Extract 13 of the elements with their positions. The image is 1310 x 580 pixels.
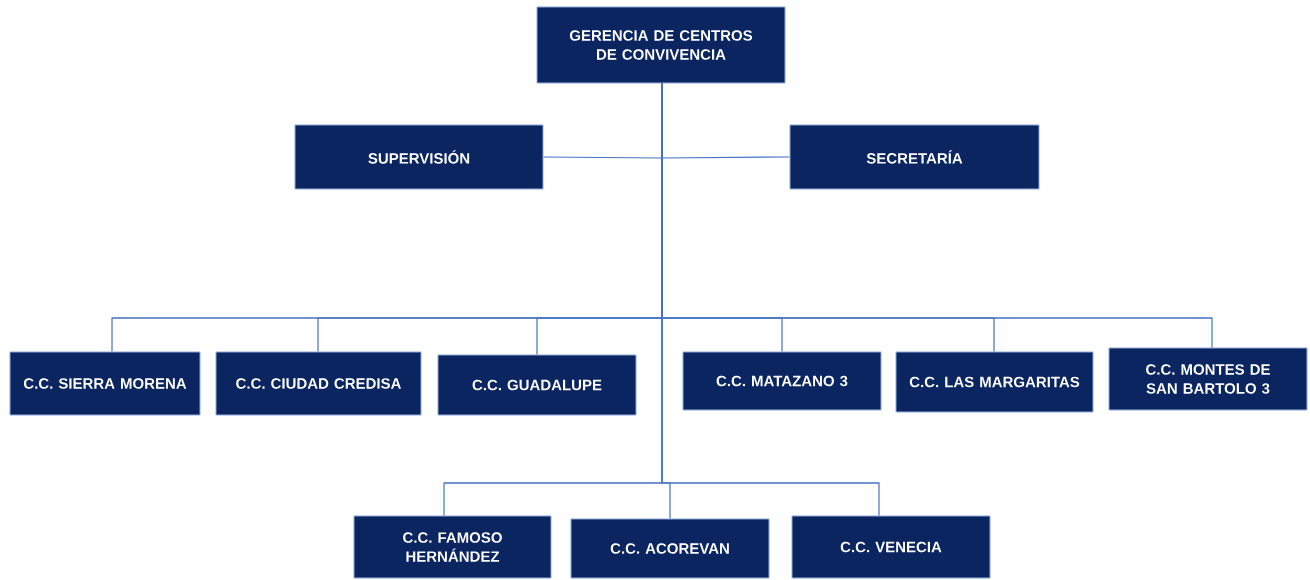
org-box: C.C. MATAZANO 3 [682, 351, 882, 411]
org-box: C.C. VENECIA [791, 515, 991, 579]
org-box: C.C. GUADALUPE [437, 354, 637, 416]
org-box: SUPERVISIÓN [294, 124, 544, 190]
org-box: GERENCIA DE CENTROS DE CONVIVENCIA [536, 6, 786, 84]
org-box: C.C. LAS MARGARITAS [895, 351, 1094, 413]
org-box: C.C. CIUDAD CREDISA [215, 351, 422, 416]
org-box: C.C. MONTES DE SAN BARTOLO 3 [1108, 347, 1308, 411]
org-box: C.C. FAMOSO HERNÁNDEZ [353, 515, 552, 579]
org-box: SECRETARÍA [789, 124, 1040, 190]
connector-line [661, 82, 880, 517]
org-box: C.C. SIERRA MORENA [9, 351, 201, 416]
org-box: C.C. ACOREVAN [570, 518, 770, 579]
